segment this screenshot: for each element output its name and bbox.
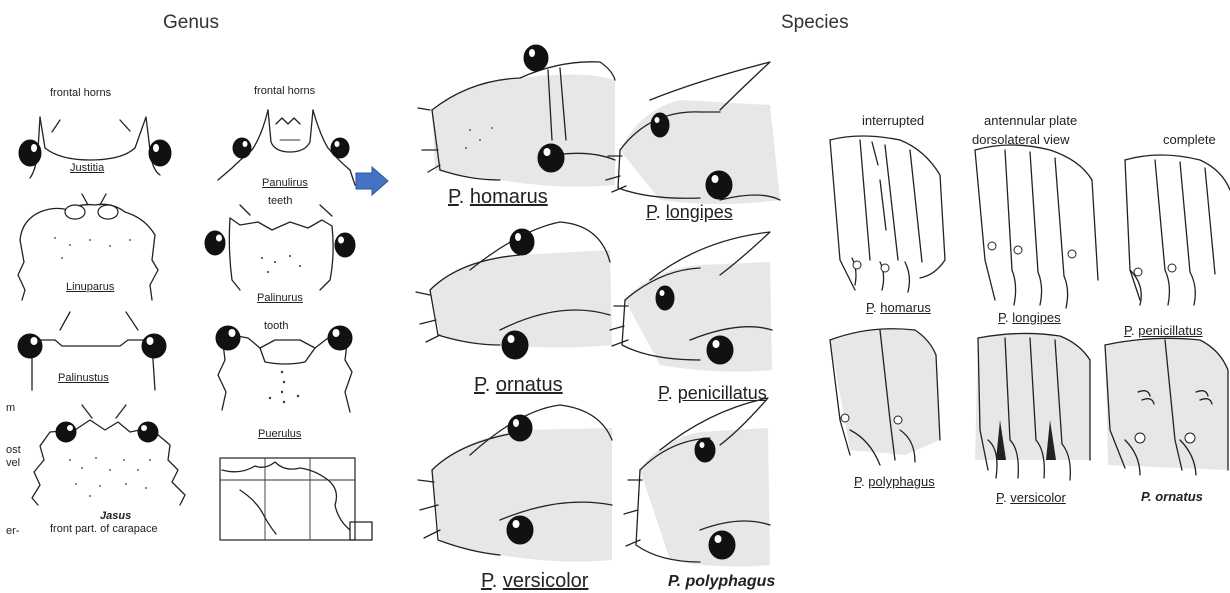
penicillatus-head-drawing [610, 232, 772, 372]
label-linuparus: Linuparus [66, 281, 114, 293]
caption-species: longipes [1012, 310, 1060, 325]
caption-ornatus: P. ornatus [474, 374, 563, 397]
caption-genus: P [996, 490, 1003, 505]
label-front-part-carapace: front part. of carapace [50, 523, 158, 535]
label-justitia: Justitia [70, 162, 104, 174]
caption-genus: P [481, 570, 492, 592]
edge-text-1: m [6, 402, 15, 414]
caption-genus: P [448, 186, 459, 208]
plate-penicillatus [1125, 155, 1230, 305]
label-palinustus: Palinustus [58, 372, 109, 384]
caption-polyphagus: P. polyphagus [668, 573, 775, 591]
label-dorsolateral-view: dorsolateral view [972, 132, 1070, 147]
plate-caption-versicolor: P. versicolor [996, 489, 1066, 507]
label-complete: complete [1163, 132, 1216, 147]
caption-species: versicolor [503, 570, 589, 592]
caption-species: polyphagus [868, 474, 935, 489]
label-palinurus: Palinurus [257, 292, 303, 304]
label-tooth: tooth [264, 320, 288, 332]
caption-genus: P [658, 383, 668, 403]
label-frontal-horns: frontal horns [50, 87, 111, 99]
caption-species: homarus [470, 186, 548, 208]
plate-caption-homarus: P. homarus [866, 299, 931, 317]
caption-species: penicillatus [1138, 323, 1202, 338]
label-jasus: Jasus [100, 510, 131, 522]
caption-penicillatus: P. penicillatus [658, 383, 767, 404]
plate-caption-longipes: P. longipes [998, 309, 1061, 327]
caption-species: versicolor [1010, 490, 1066, 505]
genus-heading: Genus [163, 12, 219, 34]
caption-species: longipes [666, 202, 733, 222]
caption-longipes: P. longipes [646, 202, 733, 223]
label-frontal-horns-panulirus: frontal horns [254, 85, 315, 97]
edge-text-3: vel [6, 457, 20, 469]
edge-text-4: er- [6, 525, 19, 537]
caption-genus: P [474, 374, 485, 396]
caption-species: penicillatus [678, 383, 767, 403]
plate-caption-ornatus: P. ornatus [1141, 489, 1203, 504]
plate-caption-polyphagus: P. polyphagus [854, 473, 935, 491]
label-teeth: teeth [268, 195, 292, 207]
label-puerulus: Puerulus [258, 428, 301, 440]
plate-ornatus [1105, 338, 1228, 475]
label-panulirus: Panulirus [262, 177, 308, 189]
plate-polyphagus [830, 329, 940, 465]
antennular-plate-drawings [0, 0, 1, 1]
plate-caption-penicillatus: P. penicillatus [1124, 322, 1203, 340]
plate-homarus [830, 136, 945, 292]
caption-species: ornatus [496, 374, 563, 396]
caption-genus: P [854, 474, 861, 489]
caption-genus: P [866, 300, 873, 315]
versicolor-head-drawing [418, 405, 612, 562]
edge-text-2: ost [6, 444, 21, 456]
homarus-head-drawing [418, 45, 615, 187]
plate-longipes [975, 145, 1098, 308]
caption-genus: P [1124, 323, 1131, 338]
caption-versicolor: P. versicolor [481, 570, 588, 593]
caption-homarus: P. homarus [448, 186, 548, 209]
caption-genus: P [646, 202, 656, 222]
label-interrupted: interrupted [862, 113, 924, 128]
caption-genus: P [998, 310, 1005, 325]
caption-species: homarus [880, 300, 931, 315]
label-antennular-plate: antennular plate [984, 113, 1077, 128]
ornatus-head-drawing [416, 222, 612, 359]
longipes-head-drawing [606, 62, 780, 204]
species-heading: Species [781, 12, 849, 34]
polyphagus-head-drawing [624, 398, 770, 567]
plate-versicolor [975, 333, 1090, 480]
